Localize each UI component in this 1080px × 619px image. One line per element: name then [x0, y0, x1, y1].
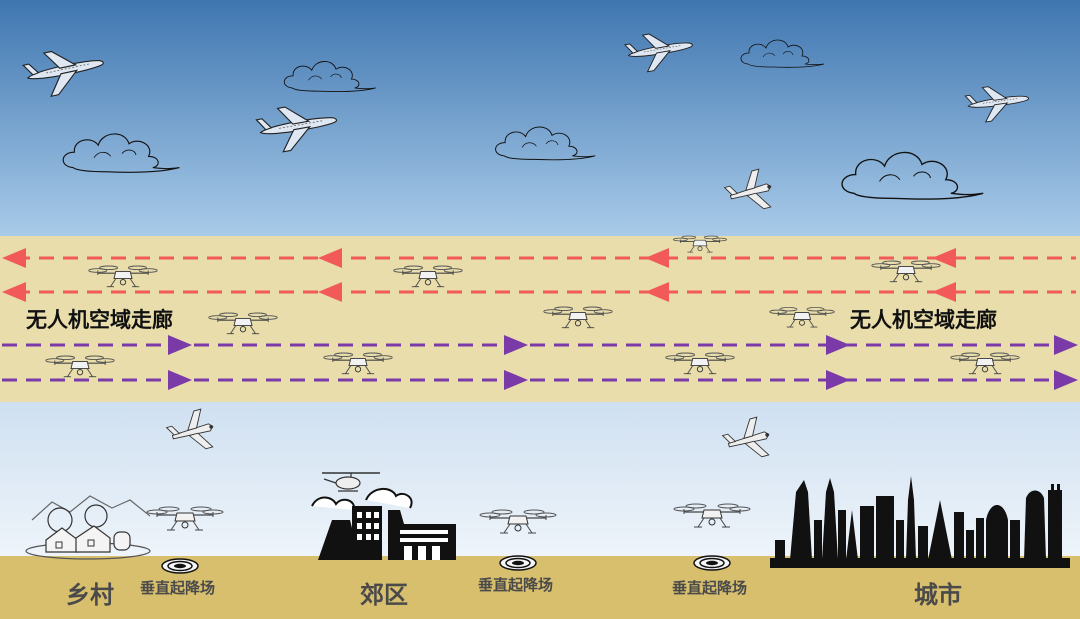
corridor-label-right: 无人机空域走廊: [850, 308, 997, 332]
sky-band: [0, 0, 1080, 236]
arrow-right-icon: [504, 335, 528, 355]
city-skyline-icon: [770, 476, 1070, 568]
zone-label-city: 城市: [914, 581, 962, 609]
arrow-right-icon: [1054, 370, 1078, 390]
vertiport-pad-icon: [161, 558, 199, 574]
vertiport-pad-icon: [499, 555, 537, 571]
arrow-right-icon: [1054, 335, 1078, 355]
arrow-left-icon: [932, 248, 956, 268]
zone-label-suburb: 郊区: [360, 581, 408, 609]
vertiport-pad-icon: [693, 555, 731, 571]
arrow-left-icon: [2, 282, 26, 302]
arrow-left-icon: [318, 282, 342, 302]
arrow-left-icon: [645, 248, 669, 268]
zone-label-rural: 乡村: [66, 581, 114, 609]
westbound-lane-upper: [2, 248, 1076, 268]
eastbound-lane-lower: [2, 370, 1078, 390]
arrow-left-icon: [318, 248, 342, 268]
arrow-left-icon: [2, 248, 26, 268]
vertiport-label-rural: 垂直起降场: [140, 579, 216, 597]
eastbound-lane-upper: [2, 335, 1078, 355]
factory-icon: [311, 488, 456, 560]
arrow-left-icon: [932, 282, 956, 302]
helicopter-icon: [322, 472, 380, 492]
vertiport-label-suburb: 垂直起降场: [478, 576, 554, 594]
westbound-lane-lower: [2, 282, 1076, 302]
arrow-right-icon: [168, 335, 192, 355]
arrow-right-icon: [826, 335, 850, 355]
village-icon: [25, 495, 151, 560]
arrow-right-icon: [826, 370, 850, 390]
arrow-left-icon: [645, 282, 669, 302]
arrow-right-icon: [504, 370, 528, 390]
arrow-right-icon: [168, 370, 192, 390]
vertiport-label-city: 垂直起降场: [672, 579, 748, 597]
corridor-label-left: 无人机空域走廊: [26, 308, 173, 332]
